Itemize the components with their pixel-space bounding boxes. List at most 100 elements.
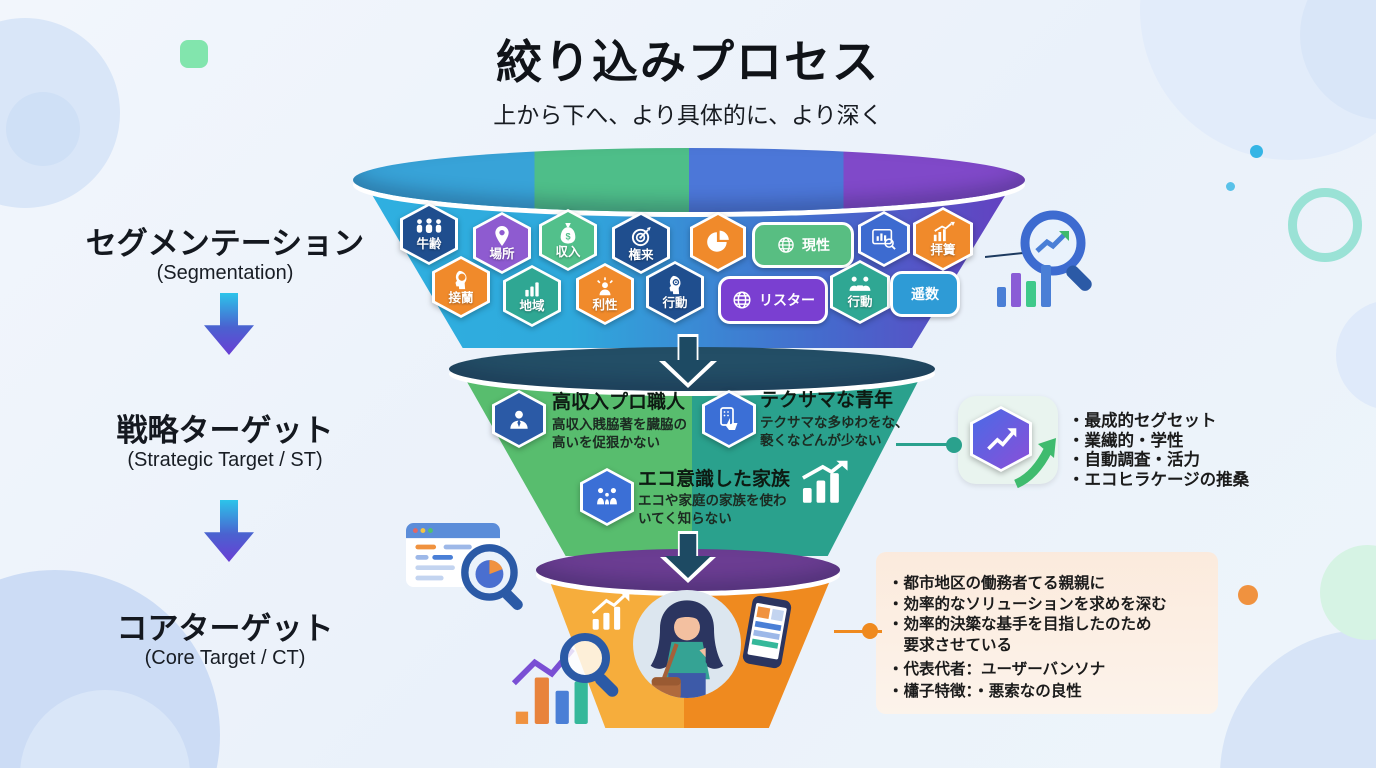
hex-analytics xyxy=(970,406,1032,472)
bullet-item: ・自動調査・活力 xyxy=(1068,451,1200,469)
growth-chart-icon xyxy=(591,591,630,630)
stage-sublabel: (Strategic Target / ST) xyxy=(127,448,323,471)
hex-target: 権来 xyxy=(612,212,670,274)
mid-callout-list: ・最成的セグセット ・業繊的・学性 ・自動調査・活力 ・エコヒラケージの推桑 xyxy=(1068,412,1358,490)
down-arrow xyxy=(204,500,254,562)
smartphone-icon xyxy=(742,595,792,669)
bg-square xyxy=(180,40,208,68)
globe-icon xyxy=(733,291,751,309)
bg-blob xyxy=(1320,545,1376,640)
stage-segmentation: セグメンテーション (Segmentation) xyxy=(30,226,420,285)
bg-blob xyxy=(1220,630,1376,768)
stage-strategic-target: 戦略ターゲット (Strategic Target / ST) xyxy=(30,413,420,472)
person-rays-icon xyxy=(597,277,613,296)
body-line: いてく知らない xyxy=(638,510,732,526)
hex-label: 拝簀 xyxy=(930,243,956,258)
hex-eco-family xyxy=(580,468,634,526)
bg-blob xyxy=(6,92,80,166)
bg-ring xyxy=(1288,188,1362,262)
people-icon xyxy=(416,218,442,233)
money-icon: $ xyxy=(560,222,576,244)
hex-professional xyxy=(492,390,546,448)
hex-label: 権来 xyxy=(628,247,654,262)
svg-text:$: $ xyxy=(565,231,570,241)
hex-trend: 拝簀 xyxy=(913,207,973,271)
phone-touch-icon xyxy=(720,407,738,430)
pill-label: リスター xyxy=(759,292,815,308)
callout-connector xyxy=(896,443,960,446)
target-icon xyxy=(631,226,651,246)
globe-icon xyxy=(778,237,794,253)
pill-label: 遥数 xyxy=(911,286,939,302)
pill-lister: リスター xyxy=(718,276,828,324)
hex-label: 利性 xyxy=(592,298,618,313)
pin-icon xyxy=(495,226,509,247)
hex-contact: 接蘭 xyxy=(432,256,490,318)
hex-pie xyxy=(690,212,746,272)
hex-label: 行動 xyxy=(662,296,688,311)
hex-age: 牛齢 xyxy=(400,203,458,265)
body-line: テクサマな多ゆわをな、 xyxy=(760,415,909,430)
callout-dot xyxy=(862,623,878,639)
hex-behavior: 行動 xyxy=(646,261,704,323)
bullet-item: ・効率的なソリューションを求めを深む xyxy=(888,595,1167,613)
stage-label: コアターゲット xyxy=(116,611,334,646)
page-title: 絞り込みプロセス xyxy=(496,36,880,88)
head-icon xyxy=(455,271,467,290)
stage-core-target: コアターゲット (Core Target / CT) xyxy=(30,611,420,670)
bullet-item: 要求させている xyxy=(888,636,1013,654)
bg-blob xyxy=(1336,300,1376,410)
pill-count: 遥数 xyxy=(890,271,960,317)
chart-search-icon xyxy=(872,228,896,250)
funnel-top-rim xyxy=(353,148,1025,212)
hex-action: 行動 xyxy=(830,260,890,324)
hex-label: 収入 xyxy=(555,244,581,259)
handshake-icon xyxy=(849,276,871,292)
callout-connector xyxy=(834,630,882,633)
bottom-callout-main: ・都市地区の働務者てる親親に ・効率的なソリューションを求めを深む ・効率的決簗… xyxy=(888,574,1218,656)
head-gear-icon xyxy=(669,276,681,295)
callout-dot xyxy=(946,437,962,453)
green-arrow-icon xyxy=(1014,438,1056,488)
pie-icon xyxy=(707,230,729,252)
stage-sublabel: (Segmentation) xyxy=(156,261,294,284)
hex-tech-youth xyxy=(702,390,756,448)
body-line: 褻くなどんが少ない xyxy=(760,432,882,448)
hex-label: 牛齢 xyxy=(416,236,442,251)
stage-label: セグメンテーション xyxy=(85,226,365,261)
chart-up-icon xyxy=(802,460,848,503)
magnifier-chart-icon xyxy=(985,210,1092,307)
stage-label: 戦略ターゲット xyxy=(116,413,334,448)
bullet-item: ・エコヒラケージの推桑 xyxy=(1068,470,1250,489)
hex-label: 接蘭 xyxy=(448,291,474,306)
magnifier-pie-icon xyxy=(461,544,523,611)
pill-label: 現性 xyxy=(802,237,830,253)
body-line: 高いを促狠かない xyxy=(552,434,660,450)
trend-arrow-icon xyxy=(987,428,1017,451)
mid-item-body: テクサマな多ゆわをな、 褻くなどんが少ない xyxy=(760,414,909,449)
bottom-callout-panel xyxy=(876,552,1218,714)
hex-chart-search xyxy=(858,211,910,267)
mid-item-body: 高収入賎脇著を臓脇の 高いを促狠かない xyxy=(552,416,687,451)
mid-item-title: 高収入プロ職人 xyxy=(552,392,686,413)
page-subtitle: 上から下へ、より具体的に、より深く xyxy=(493,102,883,128)
body-line: 高収入賎脇著を臓脇の xyxy=(552,417,687,432)
family-icon xyxy=(597,488,617,505)
bullet-item: ・代表代者：ユーザーバンソナ xyxy=(888,661,1106,678)
hex-label: 行動 xyxy=(847,295,873,310)
hex-region: 地域 xyxy=(503,265,561,327)
hex-income: $ 収入 xyxy=(539,209,597,271)
bullet-item: ・業繊的・学性 xyxy=(1068,431,1184,450)
bullet-item: ・櫹子特徴：・悪索なの良性 xyxy=(888,683,1082,700)
mid-item-title: エコ意識した家族 xyxy=(638,469,791,490)
bullet-item: ・都市地区の働務者てる親親に xyxy=(888,575,1106,592)
mid-item-body: エコや家庭の家族を使わ いてく知らない xyxy=(638,492,787,527)
trend-icon xyxy=(933,222,955,242)
bg-dot xyxy=(1226,182,1235,191)
hex-interest: 利性 xyxy=(576,263,634,325)
hex-label: 場所 xyxy=(489,247,515,262)
magnifier-icon xyxy=(560,633,619,697)
bullet-item: ・効率的決簗な基手を目指したのため xyxy=(888,616,1152,633)
bars-icon xyxy=(525,282,539,297)
bottom-callout-sub: ・代表代者：ユーザーバンソナ ・櫹子特徴：・悪索なの良性 xyxy=(888,659,1218,703)
